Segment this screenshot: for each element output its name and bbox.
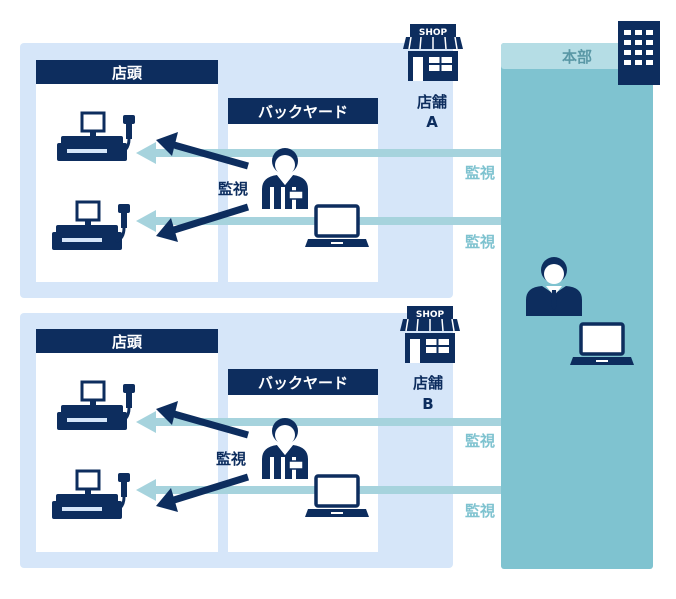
laptop-icon xyxy=(568,322,636,367)
shop-icon: SHOP xyxy=(402,23,464,82)
store-a-hq-monitor-label-1: 監視 xyxy=(465,164,495,182)
store-b-hq-monitor-label-1: 監視 xyxy=(465,432,495,450)
staff-monitor-arrow xyxy=(156,473,250,512)
store-a-staff-monitor-label: 監視 xyxy=(218,180,248,198)
store-b-backyard-label: バックヤード xyxy=(258,374,348,392)
hq-monitor-arrow xyxy=(154,418,501,426)
store-a: 店頭 バックヤード 監視 SHOP 店舗 A 監視 監視 xyxy=(20,23,501,298)
staff-monitor-arrow xyxy=(156,203,250,242)
laptop-icon xyxy=(303,474,371,519)
store-a-store-label: 店舗 xyxy=(417,93,447,111)
store-b-front-label: 店頭 xyxy=(112,333,143,351)
store-b-staff-monitor-label: 監視 xyxy=(216,450,246,468)
store-b-hq-monitor-label-2: 監視 xyxy=(465,502,495,520)
hq-monitor-arrow xyxy=(154,149,501,157)
store-a-shop-sign: SHOP xyxy=(419,28,448,38)
store-b: 店頭 バックヤード 監視 SHOP 店舗 B 監視 監視 xyxy=(20,305,501,568)
store-a-hq-monitor-label-2: 監視 xyxy=(465,233,495,251)
store-b-shop-sign: SHOP xyxy=(416,310,445,320)
staff-monitor-arrow xyxy=(156,132,249,170)
store-b-store-letter: B xyxy=(422,395,433,413)
store-b-store-label: 店舗 xyxy=(413,374,443,392)
shop-icon: SHOP xyxy=(399,305,461,364)
staff-monitor-arrow xyxy=(156,401,249,439)
building-icon xyxy=(618,21,660,85)
store-a-store-letter: A xyxy=(426,113,438,131)
hq-label: 本部 xyxy=(562,48,592,66)
laptop-icon xyxy=(303,204,371,249)
store-a-front-label: 店頭 xyxy=(112,64,143,82)
store-a-backyard-label: バックヤード xyxy=(258,103,348,121)
